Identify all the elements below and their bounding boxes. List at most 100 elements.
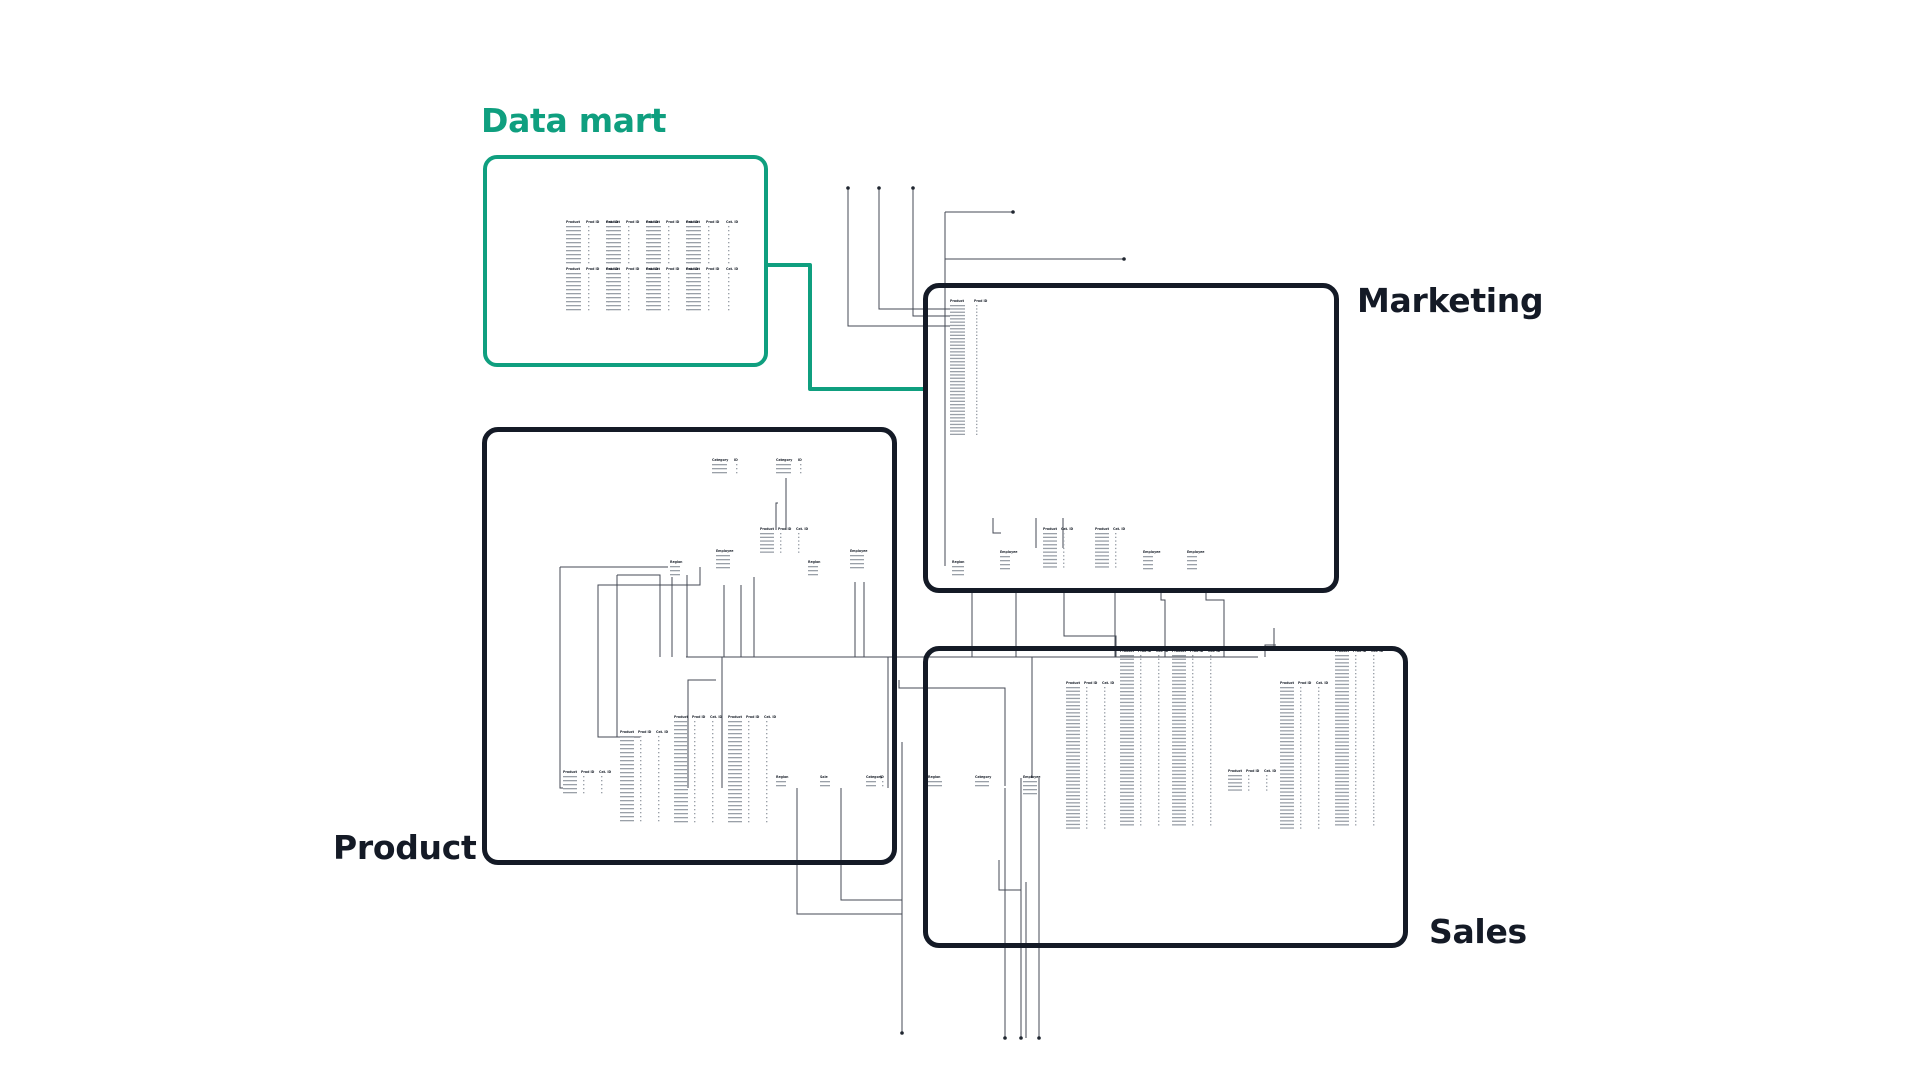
table-row-mark <box>808 566 818 568</box>
table-cell-mark <box>1086 733 1088 736</box>
table-cell-mark <box>1355 680 1357 682</box>
table-row-mark <box>1335 655 1349 657</box>
table-cell-mark <box>1248 789 1250 791</box>
table-cell-mark <box>728 289 730 291</box>
table-cell-mark <box>1140 669 1142 671</box>
table-cell-mark <box>1318 777 1320 779</box>
table-header-label: Cat. ID <box>606 220 619 224</box>
table-row-mark <box>1335 734 1349 736</box>
table-row-mark <box>1066 759 1080 761</box>
table-cell-mark <box>976 413 978 416</box>
table-header-label: Cat. ID <box>726 220 739 224</box>
table-row-mark <box>950 305 965 307</box>
table-row-mark <box>1120 824 1134 826</box>
table-cell-mark <box>748 777 750 779</box>
table-row-mark <box>1066 690 1080 692</box>
table-header-label: Prod ID <box>1138 649 1152 653</box>
table-cell-mark <box>766 749 768 751</box>
table-cell-mark <box>1355 813 1357 815</box>
table-cell-mark <box>588 289 590 291</box>
table-cell-mark <box>1192 687 1194 689</box>
table-cell-mark <box>1115 547 1117 550</box>
table-cell-mark <box>658 816 660 818</box>
table-cell-mark <box>1104 726 1106 728</box>
table-cell-mark <box>1355 673 1357 675</box>
table-cell-mark <box>748 793 750 795</box>
table-cell-mark <box>1192 748 1194 750</box>
table-row-mark <box>674 813 688 815</box>
table-header-label: Cat. ID <box>686 220 699 224</box>
table-cell-mark <box>728 301 730 303</box>
table-cell-mark <box>668 254 670 256</box>
table-cell-mark <box>1115 536 1117 538</box>
table-cell-mark <box>1192 752 1194 754</box>
table-cell-mark <box>1266 785 1268 788</box>
table-row-mark <box>1280 708 1294 710</box>
table-row-mark <box>1120 719 1134 722</box>
table-cell-mark <box>708 262 710 264</box>
table-row-mark <box>1280 805 1294 808</box>
table-cell-mark <box>694 821 696 823</box>
table-header-label: Cat. ID <box>1113 527 1126 531</box>
schema-table: Employee <box>1187 550 1204 570</box>
table-row-mark <box>1335 795 1349 797</box>
table-cell-mark <box>694 729 696 731</box>
relation-endpoint-dot <box>1003 1036 1007 1040</box>
table-cell-mark <box>1140 734 1142 736</box>
table-cell-mark <box>712 749 714 751</box>
table-row-mark <box>674 801 688 803</box>
table-row-mark <box>1280 798 1294 800</box>
table-row-mark <box>1335 809 1349 812</box>
table-cell-mark <box>708 234 710 236</box>
table-row-mark <box>686 262 701 264</box>
table-cell-mark <box>1373 817 1375 819</box>
table-cell-mark <box>1140 817 1142 819</box>
table-cell-mark <box>694 733 696 735</box>
table-cell-mark <box>1318 694 1320 696</box>
table-row-mark <box>1120 730 1134 732</box>
table-row-mark <box>950 367 965 369</box>
table-cell-mark <box>780 547 782 550</box>
table-row-mark <box>1095 566 1109 568</box>
table-cell-mark <box>1104 802 1106 804</box>
table-cell-mark <box>1140 698 1142 700</box>
table-row-mark <box>1280 751 1294 754</box>
schema-relation-line <box>998 860 1021 891</box>
table-cell-mark <box>712 753 714 755</box>
table-cell-mark <box>748 813 750 815</box>
table-cell-mark <box>1210 723 1212 725</box>
table-cell-mark <box>1318 809 1320 811</box>
table-cell-mark <box>1158 824 1160 826</box>
table-cell-mark <box>712 785 714 787</box>
table-row-mark <box>1066 777 1080 779</box>
table-cell-mark <box>728 242 730 244</box>
table-row-mark <box>670 566 680 568</box>
table-cell-mark <box>1104 755 1106 757</box>
table-cell-mark <box>1115 544 1117 546</box>
table-cell-mark <box>658 760 660 762</box>
table-row-mark <box>620 748 634 750</box>
table-cell-mark <box>640 744 642 746</box>
table-cell-mark <box>1355 799 1357 801</box>
table-row-mark <box>686 277 701 279</box>
table-cell-mark <box>1210 799 1212 801</box>
table-cell-mark <box>1355 712 1357 714</box>
table-cell-mark <box>1355 655 1357 657</box>
table-header-label: Product <box>1335 649 1350 653</box>
table-cell-mark <box>668 277 670 279</box>
table-row-mark <box>646 289 661 291</box>
table-header-label: Prod ID <box>626 220 640 224</box>
table-cell-mark <box>1158 701 1160 704</box>
table-cell-mark <box>1300 769 1302 772</box>
table-cell-mark <box>1318 737 1320 739</box>
table-cell-mark <box>748 733 750 735</box>
table-cell-mark <box>1355 723 1357 725</box>
table-row-mark <box>1335 755 1349 758</box>
table-header-label: Cat. ID <box>1371 649 1384 653</box>
table-cell-mark <box>1373 737 1375 740</box>
table-cell-mark <box>1373 824 1375 826</box>
table-cell-mark <box>1318 708 1320 710</box>
table-row-mark <box>1335 802 1349 804</box>
table-row-mark <box>950 384 965 386</box>
